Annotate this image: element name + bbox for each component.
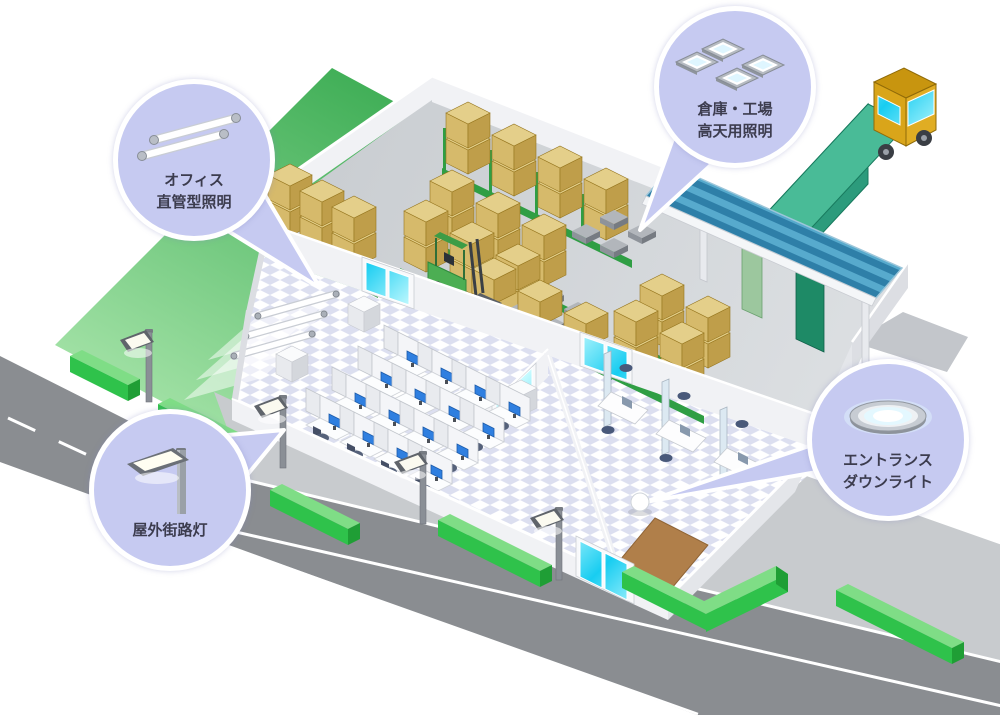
driveway-ramp [852, 312, 968, 372]
callout-label: 屋外街路灯 [132, 522, 208, 540]
downlight-icon [844, 399, 932, 436]
office-tube-lights [230, 290, 340, 360]
hedges [70, 350, 964, 664]
hedge [694, 566, 788, 632]
warehouse-floor [262, 96, 900, 420]
light-beam [184, 334, 312, 400]
office-cabinet [347, 295, 381, 333]
loading-dock [641, 165, 904, 383]
highbay-ceiling-lights-icon [675, 38, 786, 92]
callout-entrance-lighting[interactable]: エントランス ダウンライト [807, 359, 969, 521]
office-cabinet [275, 345, 309, 383]
callout-street-lighting[interactable]: 屋外街路灯 [89, 409, 251, 571]
callout-warehouse-lighting[interactable]: 倉庫・工場 高天用照明 [654, 6, 816, 168]
hedge [270, 484, 360, 545]
fluorescent-tubes-icon [137, 113, 241, 162]
building [184, 74, 910, 620]
downlight-glow [628, 508, 652, 516]
truck-side-window [877, 95, 901, 126]
wall-northeast [432, 76, 708, 210]
hedge [836, 584, 964, 664]
downlight-ball [630, 492, 650, 512]
truck-windshield [907, 89, 935, 127]
callout-label: オフィス 直管型照明 [156, 172, 232, 211]
hedge [70, 350, 140, 401]
office-area [184, 290, 538, 494]
sidewalk [214, 392, 1000, 662]
callout-label: エントランス ダウンライト [842, 452, 933, 491]
street-lamp-icon [127, 448, 189, 515]
callout-office-lighting[interactable]: オフィス 直管型照明 [113, 79, 275, 241]
dock-canopy-beam [641, 195, 877, 307]
callout-label: 倉庫・工場 高天用照明 [697, 101, 773, 140]
road [0, 356, 1000, 715]
road-center-line [235, 530, 1000, 708]
entrance-door [575, 535, 635, 605]
hedge [438, 514, 552, 587]
office-back-window [361, 256, 415, 310]
